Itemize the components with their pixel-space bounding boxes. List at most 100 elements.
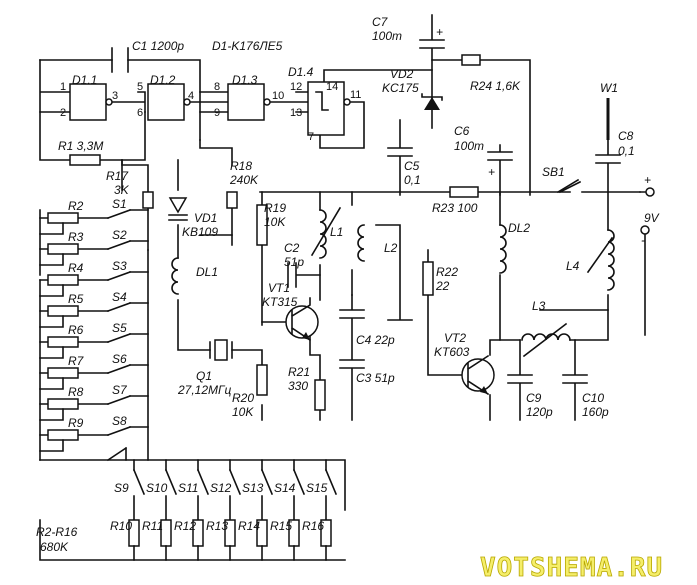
r5-label: R5 [68,292,84,306]
v9-label: 9V [644,211,660,225]
s7-switch-icon[interactable] [106,394,132,406]
c1-label: C1 1200p [132,39,184,53]
r20-label: R20 [232,391,254,405]
pin-9: 9 [214,107,220,119]
c9-label: C9 [526,391,542,405]
s6-switch-icon[interactable] [106,363,132,375]
c7-value: 100m [372,29,402,43]
s4-label: S4 [112,290,127,304]
s13-switch-icon[interactable] [260,468,274,496]
minus-sign: - [641,233,645,247]
r23-body [449,186,479,198]
plus-terminal [645,187,655,197]
vd1-label: VD1 [194,211,217,225]
s5-switch-icon[interactable] [106,332,132,344]
r2-r16-value: 680K [40,540,69,554]
s3-switch-icon[interactable] [106,270,132,282]
vt2-label: VT2 [444,331,466,345]
ladder-row-r6: R6 S5 [39,321,149,359]
dl1-coil-icon [171,257,179,295]
vt2-transistor-icon [461,354,495,396]
s2-switch-icon[interactable] [106,239,132,251]
r14-label: R14 [238,519,260,533]
r17-body [142,191,154,209]
r5-body [47,305,79,317]
resistors [69,54,481,411]
r9-body [47,429,79,441]
r1-label: R1 3,3M [58,139,103,153]
c6-label: C6 [454,124,470,138]
r7-body [47,367,79,379]
s9-label: S9 [114,481,129,495]
c4-label: C4 22p [356,333,395,347]
l2-label: L2 [384,241,398,255]
s8-switch-icon[interactable] [106,425,132,437]
s14-switch-icon[interactable] [292,468,306,496]
s1-switch-icon[interactable] [106,208,132,220]
s15-switch-icon[interactable] [324,468,338,496]
s4-switch-icon[interactable] [106,301,132,313]
capacitors [111,47,289,288]
r4-body [47,274,79,286]
l4-tuning-arrow-icon [586,236,614,274]
bottom-switch-bank: S9R10S10R11S11R12S12R13S13R14S14R15S15R1… [106,446,338,561]
r19-value: 10K [264,215,286,229]
r6-body [47,336,79,348]
r12-label: R12 [174,519,196,533]
vd2-label: VD2 [390,67,414,81]
s12-switch-icon[interactable] [228,468,242,496]
d14-body [307,81,345,136]
c7-label: C7 [372,15,389,29]
c7-plus: + [436,25,443,39]
d11-label: D1.1 [72,73,97,87]
r13-label: R13 [206,519,228,533]
r8-body [47,398,79,410]
r22-label: R22 [436,265,458,279]
pin-10: 10 [272,90,284,102]
s11-switch-icon[interactable] [196,468,210,496]
c10-label: C10 [582,391,604,405]
pin-3: 3 [112,90,118,102]
sb1-switch-icon [556,178,580,194]
ladder-row-r5: R5 S4 [39,290,149,328]
d14-schmitt-icon [315,91,329,111]
watermark: VOTSHEMA.RU [480,553,663,583]
r4-label: R4 [68,261,84,275]
r8-label: R8 [68,385,84,399]
r2-body [47,212,79,224]
r18-body [226,191,238,209]
r10-label: R10 [110,519,132,533]
r24-label: R24 1,6K [470,79,521,93]
c2-label: C2 [284,241,300,255]
c3-label: C3 51p [356,371,395,385]
r17-value: 3K [114,183,130,197]
r21-body [314,379,326,411]
r6-label: R6 [68,323,84,337]
r19-body [256,204,268,246]
r19-label: R19 [264,201,286,215]
pin-4: 4 [188,90,194,102]
c8-value: 0,1 [618,144,635,158]
r21-label: R21 [288,365,310,379]
s5-label: S5 [112,321,127,335]
c8-label: C8 [618,129,634,143]
r2-label: R2 [68,199,84,213]
r17-label: R17 [106,169,129,183]
minus-terminal [640,225,650,235]
r2-r16-label: R2-R16 [36,525,78,539]
s9-switch-icon[interactable] [132,468,146,496]
inductors [171,206,615,358]
s10-switch-icon[interactable] [164,468,178,496]
c10-value: 160p [582,405,609,419]
s10-label: S10 [146,481,168,495]
logic-gates [69,83,271,121]
s13-label: S13 [242,481,264,495]
s7-label: S7 [112,383,128,397]
